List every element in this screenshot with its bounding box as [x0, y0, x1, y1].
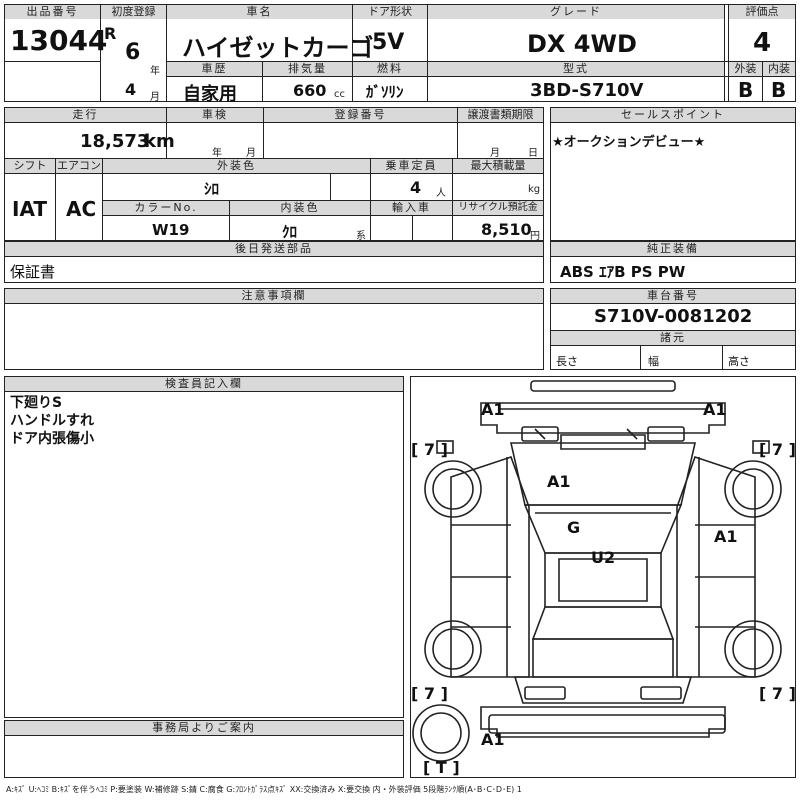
inspection-header: 車検	[167, 108, 263, 122]
interior-grade: B	[771, 78, 787, 102]
chassis-number: S710V-0081202	[594, 306, 753, 327]
import-header: 輸入車	[371, 201, 452, 215]
grade-header: グレード	[428, 5, 724, 19]
inspector-line: ドア内張傷小	[10, 431, 94, 447]
load-header: 最大積載量	[453, 159, 543, 173]
reg-month: 4	[125, 80, 137, 99]
ac: AC	[66, 197, 97, 221]
mark-spare-tire: [ T ]	[423, 758, 460, 777]
door-header: ドア形状	[353, 5, 427, 19]
capacity: 4	[410, 178, 422, 197]
capacity-header: 乗車定員	[371, 159, 452, 173]
first-reg-header: 初度登録	[101, 5, 166, 19]
mark-hood: A1	[547, 472, 571, 491]
mark-right-rear-tire: [ 7 ]	[759, 684, 795, 703]
transfer-month-unit: 月	[490, 148, 500, 159]
capacity-unit: 人	[436, 188, 446, 199]
mark-right-panel: A1	[714, 527, 738, 546]
inspection-month-unit: 月	[246, 148, 256, 159]
car-diagram-svg: A1 A1 [ 7 ] [ 7 ] A1 G A1 U2 [ 7 ] [ 7 ]…	[411, 380, 795, 777]
inspector-header: 検査員記入欄	[5, 377, 403, 391]
fuel-header: 燃料	[353, 62, 427, 76]
later-parts: 保証書	[10, 263, 56, 281]
history: 自家用	[183, 84, 237, 105]
year-unit: 年	[150, 66, 160, 77]
recycle-header: リサイクル預託金	[453, 201, 543, 215]
sales-point: ★オークションデビュー★	[552, 135, 706, 150]
recycle: 8,510	[481, 220, 532, 239]
grade: DX 4WD	[527, 30, 637, 58]
mark-rear: A1	[481, 730, 505, 749]
later-parts-header: 後日発送部品	[5, 242, 543, 256]
era: R	[104, 24, 117, 43]
mark-front-right: A1	[703, 400, 727, 419]
inspector-line: ハンドルすれ	[10, 413, 94, 429]
header-section	[4, 4, 752, 102]
transfer-header: 譲渡書類期限	[458, 108, 543, 122]
displacement-header: 排気量	[263, 62, 352, 76]
lot-number: 13044	[10, 24, 108, 57]
equipment: ABS ｴｱB PS PW	[560, 263, 686, 281]
score: 4	[753, 28, 772, 58]
color-no-header: カラーNo.	[103, 201, 229, 215]
mark-roof: U2	[591, 548, 615, 567]
mark-windshield: G	[567, 518, 580, 537]
inspector-notes: 下廻りS ハンドルすれ ドア内張傷小	[10, 394, 94, 448]
mileage-unit: km	[144, 131, 175, 152]
mark-front-left: A1	[481, 400, 505, 419]
ac-header: エアコン	[56, 159, 102, 173]
month-unit: 月	[150, 92, 160, 103]
inspection-year-unit: 年	[212, 148, 222, 159]
displacement-unit: cc	[334, 89, 345, 100]
color: ｼﾛ	[204, 180, 220, 198]
model: 3BD-S710V	[530, 80, 644, 101]
office-header: 事務局よりご案内	[5, 721, 403, 735]
int-color: ｸﾛ	[282, 223, 298, 241]
exterior-grade-header: 外装	[729, 62, 762, 76]
load-unit: kg	[528, 184, 541, 195]
specs-header: 諸元	[551, 331, 795, 345]
mark-left-rear-tire: [ 7 ]	[411, 684, 448, 703]
transfer-day-unit: 日	[528, 148, 538, 159]
width-label: 幅	[648, 355, 659, 368]
displacement: 660	[293, 81, 327, 100]
model-header: 型式	[428, 62, 724, 76]
inspector-line: 下廻りS	[10, 395, 63, 411]
sales-point-header: セールスポイント	[551, 108, 795, 122]
lot-header: 出品番号	[5, 5, 100, 19]
door-type: 5V	[372, 30, 405, 55]
color-header: 外装色	[103, 159, 370, 173]
height-label: 高さ	[728, 355, 750, 368]
details-section	[4, 107, 544, 241]
mark-right-front-tire: [ 7 ]	[759, 440, 795, 459]
mileage-header: 走行	[5, 108, 166, 122]
mark-left-front-tire: [ 7 ]	[411, 440, 448, 459]
name-header: 車名	[167, 5, 352, 19]
length-label: 長さ	[556, 355, 578, 368]
exterior-grade: B	[738, 78, 754, 102]
color-no: W19	[152, 221, 190, 239]
car-name: ハイゼットカーゴ	[182, 34, 374, 62]
fuel: ｶﾞｿﾘﾝ	[366, 83, 404, 101]
notes-header: 注意事項欄	[5, 289, 543, 303]
history-header: 車歴	[167, 62, 262, 76]
reg-year: 6	[125, 40, 141, 65]
legend: A:ｷｽﾞ U:ﾍｺﾐ B:ｷｽﾞを伴うﾍｺﾐ P:要塗装 W:補修跡 S:錆 …	[6, 785, 522, 794]
chassis-header: 車台番号	[551, 289, 795, 303]
equipment-header: 純正装備	[551, 242, 795, 256]
car-diagram: A1 A1 [ 7 ] [ 7 ] A1 G A1 U2 [ 7 ] [ 7 ]…	[410, 376, 796, 778]
shift: IAT	[12, 197, 48, 221]
recycle-unit: 円	[530, 231, 540, 242]
reg-no-header: 登録番号	[264, 108, 457, 122]
score-header: 評価点	[729, 5, 795, 19]
sales-point-section	[550, 107, 796, 241]
int-color-header: 内装色	[230, 201, 370, 215]
inspector-section	[4, 376, 404, 718]
int-color-unit: 系	[356, 231, 366, 242]
shift-header: シフト	[5, 159, 55, 173]
interior-grade-header: 内装	[763, 62, 795, 76]
mileage: 18,573	[80, 131, 150, 152]
